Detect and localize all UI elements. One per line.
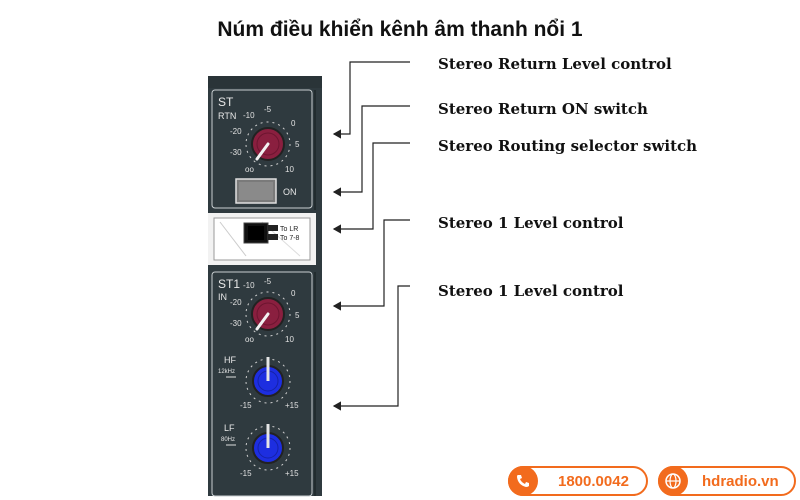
callout-stereo-routing: Stereo Routing selector switch bbox=[438, 137, 698, 155]
scale-tick-label: 10 bbox=[285, 335, 294, 344]
hf-frequency-label: 12kHz bbox=[218, 369, 235, 375]
to-lr-label: To LR bbox=[280, 226, 298, 233]
hf-eq-knob[interactable] bbox=[245, 357, 291, 404]
scale-tick-label: -30 bbox=[230, 148, 242, 157]
scale-tick-label: oo bbox=[245, 335, 254, 344]
lf-min-label: -15 bbox=[240, 469, 252, 478]
leader-line bbox=[332, 61, 410, 139]
st1-sublabel: IN bbox=[218, 292, 227, 302]
callout-leader-lines bbox=[332, 61, 410, 411]
stereo-routing-selector-switch[interactable] bbox=[243, 222, 269, 244]
hf-min-label: -15 bbox=[240, 401, 252, 410]
lf-max-label: +15 bbox=[285, 469, 299, 478]
hf-max-label: +15 bbox=[285, 401, 299, 410]
scale-tick-label: -5 bbox=[264, 277, 272, 286]
scale-tick-label: -5 bbox=[264, 105, 272, 114]
scale-tick-label: 0 bbox=[291, 119, 296, 128]
scale-tick-label: oo bbox=[245, 165, 254, 174]
callout-stereo-return-level: Stereo Return Level control bbox=[438, 55, 672, 73]
website-badge[interactable]: hdradio.vn bbox=[658, 466, 796, 496]
page-title: Núm điều khiển kênh âm thanh nổi 1 bbox=[217, 18, 583, 41]
globe-icon bbox=[658, 466, 688, 496]
leader-line bbox=[332, 219, 410, 311]
callout-stereo-1-level-b: Stereo 1 Level control bbox=[438, 282, 624, 300]
stereo-return-level-scale: -10 -5 0 -20 5 -30 oo 10 bbox=[230, 105, 300, 174]
phone-icon bbox=[508, 466, 538, 496]
on-switch-label: ON bbox=[283, 187, 297, 197]
st-rtn-label: ST bbox=[218, 95, 234, 109]
scale-tick-label: -10 bbox=[243, 281, 255, 290]
lf-eq-knob[interactable] bbox=[245, 424, 291, 471]
lf-label: LF bbox=[224, 423, 235, 433]
st1-label: ST1 bbox=[218, 277, 240, 291]
stereo-return-on-switch[interactable] bbox=[235, 178, 277, 204]
scale-tick-label: 10 bbox=[285, 165, 294, 174]
st-rtn-sublabel: RTN bbox=[218, 111, 236, 121]
lf-frequency-label: 80Hz bbox=[221, 437, 235, 443]
scale-tick-label: 0 bbox=[291, 289, 296, 298]
scale-tick-label: -20 bbox=[230, 298, 242, 307]
callout-stereo-return-on: Stereo Return ON switch bbox=[438, 100, 648, 118]
leader-line bbox=[332, 105, 410, 197]
hf-label: HF bbox=[224, 355, 236, 365]
callout-stereo-1-level-a: Stereo 1 Level control bbox=[438, 214, 624, 232]
stereo-1-level-knob[interactable] bbox=[245, 291, 291, 337]
website-url: hdradio.vn bbox=[702, 473, 779, 490]
hotline-badge[interactable]: 1800.0042 bbox=[508, 466, 648, 496]
leader-line bbox=[332, 285, 410, 411]
stereo-1-level-scale: -10 -5 0 -20 5 -30 oo 10 bbox=[230, 277, 300, 344]
scale-tick-label: 5 bbox=[295, 311, 300, 320]
scale-tick-label: -20 bbox=[230, 127, 242, 136]
to-78-label: To 7-8 bbox=[280, 235, 300, 242]
leader-line bbox=[332, 142, 410, 234]
scale-tick-label: -10 bbox=[243, 111, 255, 120]
scale-tick-label: -30 bbox=[230, 319, 242, 328]
contact-footer: 1800.0042 hdradio.vn bbox=[508, 466, 798, 498]
scale-tick-label: 5 bbox=[295, 140, 300, 149]
to-lr-indicator bbox=[268, 225, 278, 231]
to-78-indicator bbox=[268, 234, 278, 240]
hotline-number: 1800.0042 bbox=[558, 473, 629, 490]
stereo-return-level-knob[interactable] bbox=[245, 121, 291, 167]
